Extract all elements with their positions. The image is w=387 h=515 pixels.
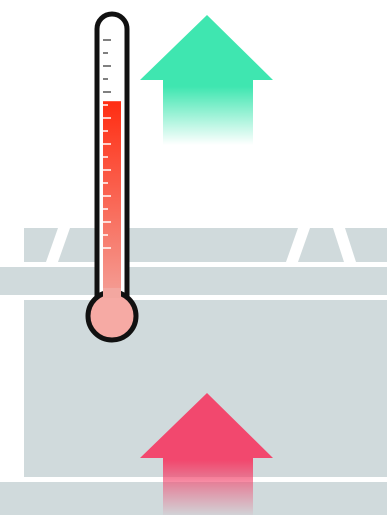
thermometer-bulb <box>88 292 136 340</box>
up-arrow-icon <box>140 15 273 145</box>
battery-edge <box>0 267 24 295</box>
thermometer-icon <box>88 14 136 340</box>
heat-out-arrow <box>140 15 273 145</box>
thermometer-mercury <box>103 101 121 312</box>
battery-divider <box>24 295 387 300</box>
battery-edge <box>0 482 24 515</box>
thermometer-neck <box>103 288 121 298</box>
battery-divider <box>24 262 387 267</box>
